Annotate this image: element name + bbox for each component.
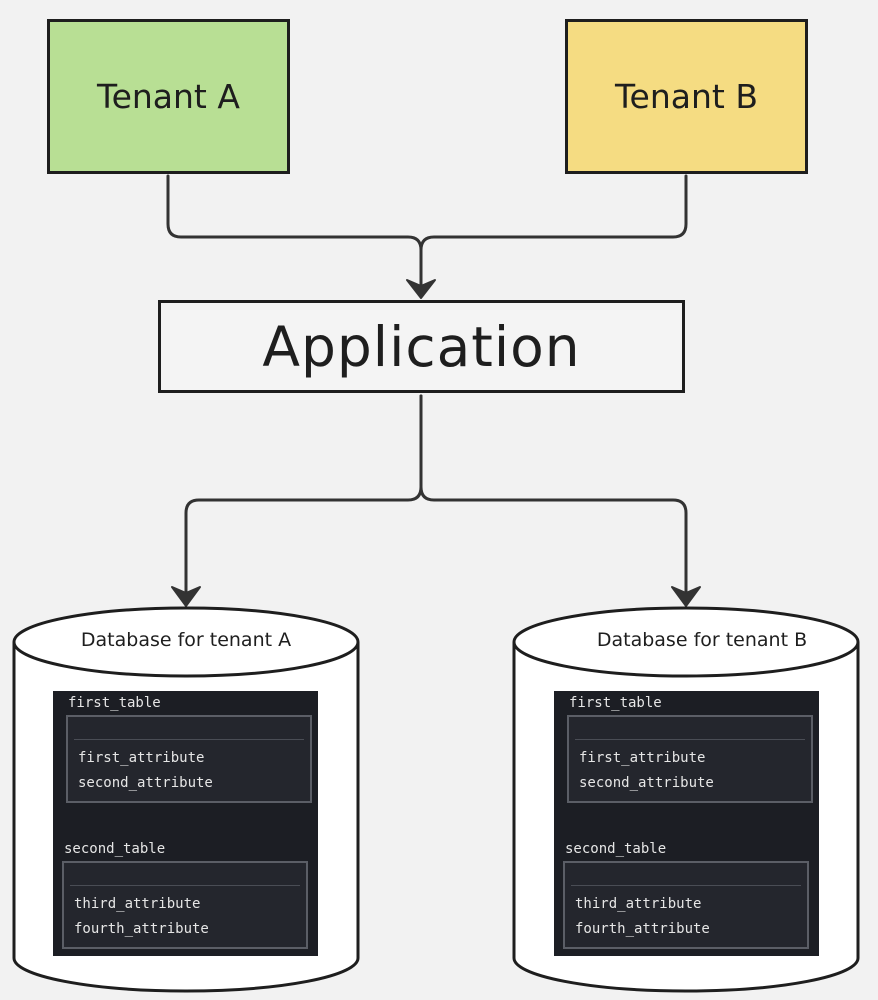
table-divider: [74, 739, 304, 740]
connector-tenant-b-to-application: [419, 174, 688, 298]
application-label: Application: [262, 314, 581, 379]
connector-application-to-db-b: [419, 394, 688, 606]
attribute: second_attribute: [579, 775, 714, 791]
connector-application-to-db-a: [184, 394, 423, 606]
tenant-b-box[interactable]: Tenant B: [565, 19, 808, 174]
schema-panel-b: first_table first_attribute second_attri…: [554, 691, 819, 956]
table-name: second_table: [565, 841, 667, 857]
database-b-label: Database for tenant B: [596, 629, 808, 651]
arrowhead-db-a: [171, 586, 201, 607]
table-box[interactable]: third_attribute fourth_attribute: [62, 861, 308, 949]
table-divider: [70, 885, 300, 886]
attribute: fourth_attribute: [575, 921, 710, 937]
arrowhead-application: [406, 279, 436, 299]
attribute: first_attribute: [579, 750, 706, 766]
table-box[interactable]: first_attribute second_attribute: [66, 715, 312, 803]
attribute: third_attribute: [74, 896, 201, 912]
attribute: third_attribute: [575, 896, 702, 912]
attribute: fourth_attribute: [74, 921, 209, 937]
application-box[interactable]: Application: [158, 300, 685, 393]
connector-tenant-a-to-application: [166, 174, 423, 298]
tenant-a-label: Tenant A: [97, 77, 240, 116]
table-name: first_table: [68, 695, 161, 711]
attribute: first_attribute: [78, 750, 205, 766]
table-name: second_table: [64, 841, 166, 857]
table-divider: [575, 739, 805, 740]
database-a-label: Database for tenant A: [80, 629, 292, 651]
table-divider: [571, 885, 801, 886]
tenant-a-box[interactable]: Tenant A: [47, 19, 290, 174]
attribute: second_attribute: [78, 775, 213, 791]
schema-panel-a: first_table first_attribute second_attri…: [53, 691, 318, 956]
tenant-b-label: Tenant B: [615, 77, 758, 116]
table-name: first_table: [569, 695, 662, 711]
table-box[interactable]: first_attribute second_attribute: [567, 715, 813, 803]
table-box[interactable]: third_attribute fourth_attribute: [563, 861, 809, 949]
arrowhead-db-b: [671, 586, 701, 607]
